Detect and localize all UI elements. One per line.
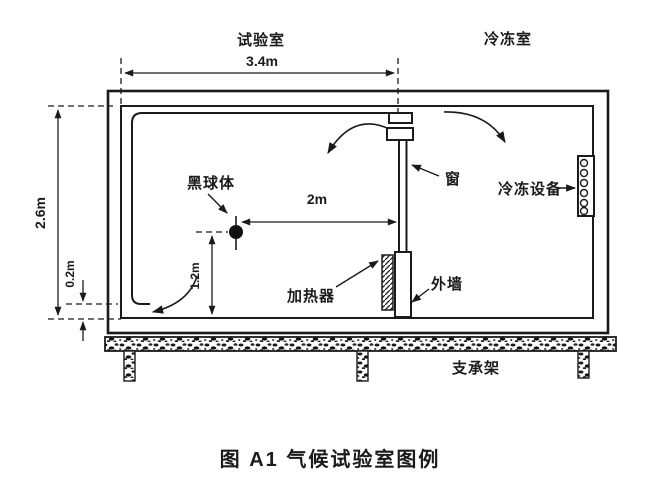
leader-heater bbox=[335, 260, 379, 288]
test-room-lining bbox=[131, 112, 397, 305]
chamber-outer-wall-line bbox=[106, 89, 610, 335]
dimension-room-width bbox=[120, 58, 399, 112]
support-leg bbox=[356, 350, 369, 382]
partition-base bbox=[394, 251, 412, 318]
dimension-floor-gap bbox=[66, 280, 118, 341]
label-heater: 加热器 bbox=[286, 287, 335, 305]
support-frame bbox=[104, 336, 617, 382]
label-black-globe: 黑球体 bbox=[187, 174, 235, 192]
airflow-arrow-left bbox=[327, 123, 388, 154]
window-lower-block bbox=[386, 127, 414, 141]
leader-outer-wall bbox=[411, 288, 430, 303]
heater-element bbox=[381, 254, 394, 311]
freezer-coil bbox=[577, 155, 595, 217]
label-window: 窗 bbox=[445, 170, 461, 188]
dimension-room-height bbox=[48, 105, 121, 320]
support-leg bbox=[123, 350, 136, 382]
globe-sphere bbox=[229, 225, 243, 239]
freezer-coil-loops bbox=[579, 158, 589, 216]
dim-label-floor-gap: 0.2m bbox=[63, 260, 77, 287]
partition-wall bbox=[386, 112, 414, 318]
dim-label-room-width: 3.4m bbox=[246, 53, 278, 69]
figure-caption: 图 A1 气候试验室图例 bbox=[220, 447, 441, 471]
label-freezer-room: 冷冻室 bbox=[484, 30, 532, 48]
dim-label-room-height: 2.6m bbox=[32, 197, 48, 229]
airflow-arrow-bottom bbox=[151, 275, 198, 314]
label-outer-wall: 外墙 bbox=[430, 275, 463, 293]
label-support-frame: 支承架 bbox=[451, 359, 500, 377]
support-leg bbox=[577, 350, 590, 379]
black-globe bbox=[196, 216, 243, 250]
support-beam bbox=[104, 336, 617, 352]
leader-black-globe bbox=[207, 193, 228, 214]
dim-label-globe-height: 1.2m bbox=[188, 262, 202, 289]
label-test-room: 试验室 bbox=[237, 31, 285, 49]
window-upper-block bbox=[388, 112, 413, 124]
label-freezer-equipment: 冷冻设备 bbox=[498, 180, 562, 198]
dim-label-globe-distance: 2m bbox=[307, 191, 327, 207]
leader-window bbox=[411, 164, 440, 177]
airflow-arrow-right bbox=[443, 111, 506, 143]
